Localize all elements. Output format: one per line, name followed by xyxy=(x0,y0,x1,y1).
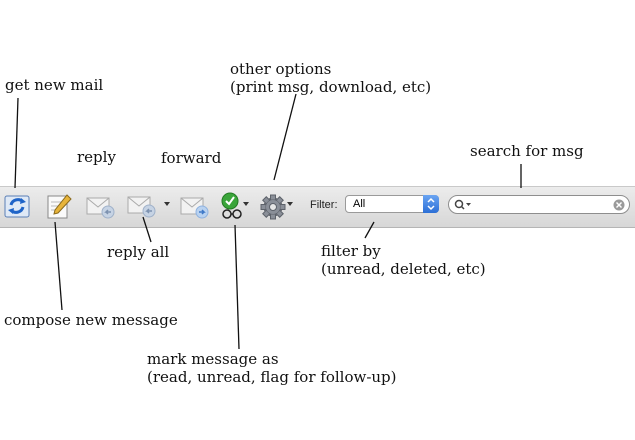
compose-icon xyxy=(47,194,72,219)
pointer-get-new-mail xyxy=(14,97,19,189)
label-filter-by: filter by (unread, deleted, etc) xyxy=(321,242,486,278)
forward-icon xyxy=(180,197,209,219)
label-reply: reply xyxy=(77,148,116,166)
get-new-mail-button[interactable] xyxy=(3,191,31,223)
mark-check-icon xyxy=(221,192,242,219)
mark-message-as-button[interactable] xyxy=(220,191,246,223)
reply-all-menu-chevron-icon[interactable] xyxy=(164,202,170,206)
filter-select-value: All xyxy=(353,198,366,210)
pointer-filter xyxy=(364,221,375,239)
pointer-compose xyxy=(54,221,63,311)
label-compose-new-message: compose new message xyxy=(4,311,178,329)
options-menu-chevron-icon[interactable] xyxy=(287,202,293,206)
label-other-options: other options (print msg, download, etc) xyxy=(230,60,432,96)
filter-label: Filter: xyxy=(310,199,338,211)
forward-button[interactable] xyxy=(179,191,211,223)
reply-all-icon xyxy=(127,196,156,218)
search-input[interactable] xyxy=(471,197,611,212)
pointer-reply-all xyxy=(142,216,152,243)
refresh-mail-icon xyxy=(4,195,30,218)
reply-all-button[interactable] xyxy=(126,191,160,223)
gear-icon xyxy=(260,194,286,220)
clear-icon[interactable] xyxy=(613,199,625,211)
pointer-mark-as xyxy=(234,224,240,350)
other-options-button[interactable] xyxy=(260,191,288,223)
label-forward: forward xyxy=(161,149,222,167)
search-field[interactable] xyxy=(448,195,630,214)
pointer-other-options xyxy=(273,93,297,181)
compose-button[interactable] xyxy=(45,191,73,223)
filter-select-arrow[interactable] xyxy=(423,195,439,213)
mail-toolbar: Filter: All xyxy=(0,186,635,228)
mark-menu-chevron-icon[interactable] xyxy=(243,202,249,206)
reply-icon xyxy=(86,197,115,219)
label-reply-all: reply all xyxy=(107,243,170,261)
label-search-for-msg: search for msg xyxy=(470,142,584,160)
filter-select[interactable]: All xyxy=(345,195,439,213)
label-get-new-mail: get new mail xyxy=(5,76,104,94)
search-icon xyxy=(454,199,471,210)
label-mark-message-as: mark message as (read, unread, flag for … xyxy=(147,350,397,386)
reply-button[interactable] xyxy=(84,191,116,223)
up-down-arrows-icon xyxy=(427,197,435,211)
